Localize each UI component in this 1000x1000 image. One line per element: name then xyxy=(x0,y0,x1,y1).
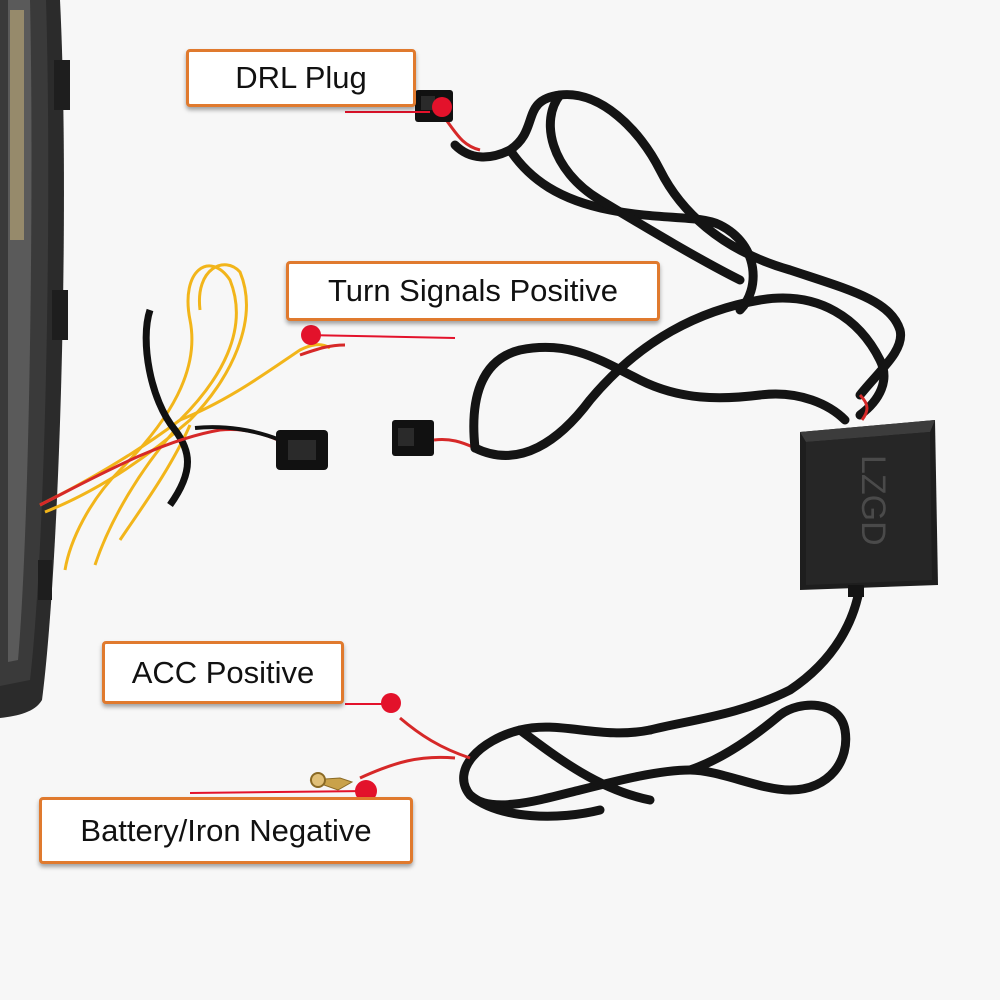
light-bar-connector xyxy=(39,425,328,507)
ring-terminal xyxy=(309,772,354,791)
led-light-bar xyxy=(0,0,70,718)
yellow-wire-bundle xyxy=(39,263,331,571)
module-brand-text: LZGD xyxy=(854,455,892,546)
turn-signals-marker xyxy=(301,325,321,345)
battery-iron-negative-label: Battery/Iron Negative xyxy=(39,797,413,864)
control-module: LZGD xyxy=(800,420,938,597)
turn-signals-positive-label: Turn Signals Positive xyxy=(286,261,660,321)
drl-plug-marker xyxy=(432,97,452,117)
acc-positive-label: ACC Positive xyxy=(102,641,344,704)
battery-negative-marker xyxy=(355,780,377,802)
drl-plug-label: DRL Plug xyxy=(186,49,416,107)
black-cable xyxy=(450,90,906,821)
leader-lines xyxy=(189,111,456,794)
marker-dots xyxy=(301,97,452,802)
acc-positive-marker xyxy=(381,693,401,713)
red-wire xyxy=(299,111,869,780)
